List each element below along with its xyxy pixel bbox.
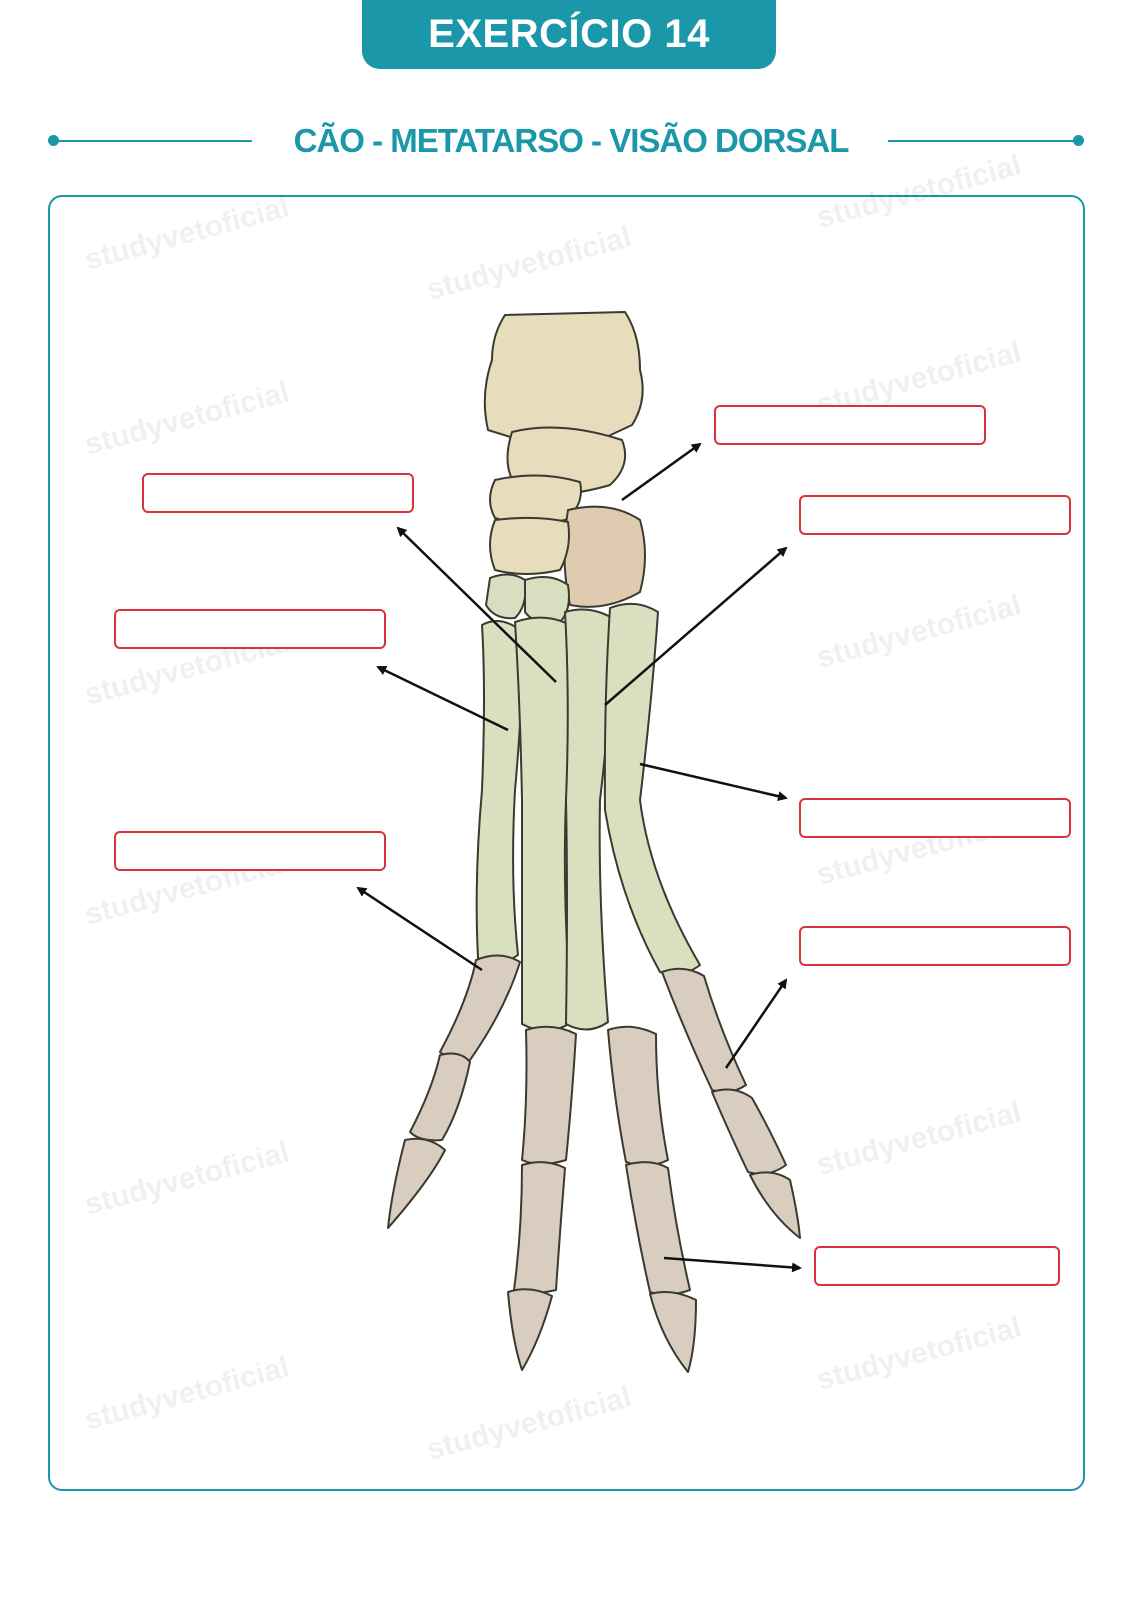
metatarsal-4-bone [603, 602, 701, 976]
answer-box-distal-phalanx[interactable] [814, 1246, 1060, 1286]
arrow-distal-phalanx [663, 1256, 802, 1273]
middle-phalanx-3-bone [625, 1161, 691, 1296]
answer-box-proximal-phalanx-right[interactable] [799, 926, 1071, 966]
subtitle-rule-left [52, 140, 252, 142]
arrow-talus [621, 442, 702, 502]
proximal-phalanx-right-bone [661, 967, 747, 1094]
arrow-metatarsal-2 [396, 526, 557, 683]
arrow-tarsal-row [604, 546, 788, 706]
metatarsal-2-bone [514, 616, 573, 1032]
watermark-text: studyvetoficial [81, 376, 292, 462]
watermark-text: studyvetoficial [813, 1311, 1024, 1397]
watermark-text: studyvetoficial [423, 1381, 634, 1467]
answer-box-metatarsal-1[interactable] [114, 609, 386, 649]
arrow-metatarsal-1 [376, 665, 509, 732]
distal-phalanx-2-bone [507, 1288, 553, 1371]
tibia-bone [483, 311, 644, 441]
arrow-proximal-phalanx-right [724, 978, 788, 1069]
middle-phalanx-left-bone [409, 1052, 471, 1142]
answer-box-metatarsal-5[interactable] [114, 831, 386, 871]
arrow-metatarsal-4 [639, 762, 788, 802]
central-tarsal-bone [563, 505, 646, 608]
diagram-frame [48, 195, 1085, 1491]
first-tarsal-bone [485, 573, 527, 620]
answer-box-metatarsal-4[interactable] [799, 798, 1071, 838]
proximal-phalanx-left-bone [439, 954, 521, 1062]
answer-box-talus[interactable] [714, 405, 986, 445]
subtitle-dot-right [1073, 135, 1084, 146]
watermark-text: studyvetoficial [813, 589, 1024, 675]
metatarsal-1-bone [475, 620, 523, 964]
watermark-text: studyvetoficial [81, 1351, 292, 1437]
answer-box-tarsal-row[interactable] [142, 473, 414, 513]
proximal-phalanx-2-bone [521, 1025, 577, 1165]
watermark-text: studyvetoficial [813, 1096, 1024, 1182]
arrow-proximal-phalanx-left [356, 886, 483, 972]
watermark-text: studyvetoficial [423, 221, 634, 307]
watermark-text: studyvetoficial [813, 149, 1024, 235]
calcaneus-bone [489, 474, 582, 525]
proximal-phalanx-3-bone [607, 1025, 669, 1167]
second-tarsal-bone [524, 575, 570, 624]
watermark-text: studyvetoficial [81, 1136, 292, 1222]
subtitle-row: CÃO - METATARSO - VISÃO DORSAL [48, 118, 1084, 164]
answer-box-metatarsal-2[interactable] [799, 495, 1071, 535]
fourth-tarsal-bone [489, 516, 570, 575]
distal-phalanx-left-bone [387, 1137, 446, 1229]
subtitle-rule-right [888, 140, 1082, 142]
middle-phalanx-right-bone [711, 1088, 787, 1175]
exercise-title: EXERCÍCIO 14 [428, 12, 710, 56]
exercise-title-banner: EXERCÍCIO 14 [362, 0, 776, 69]
metatarsal-3-bone [564, 608, 613, 1031]
distal-phalanx-right-bone [749, 1171, 801, 1239]
middle-phalanx-2-bone [513, 1161, 566, 1294]
diagram-subtitle: CÃO - METATARSO - VISÃO DORSAL [293, 122, 850, 159]
distal-phalanx-3-bone [649, 1291, 697, 1373]
watermark-text: studyvetoficial [81, 191, 292, 277]
